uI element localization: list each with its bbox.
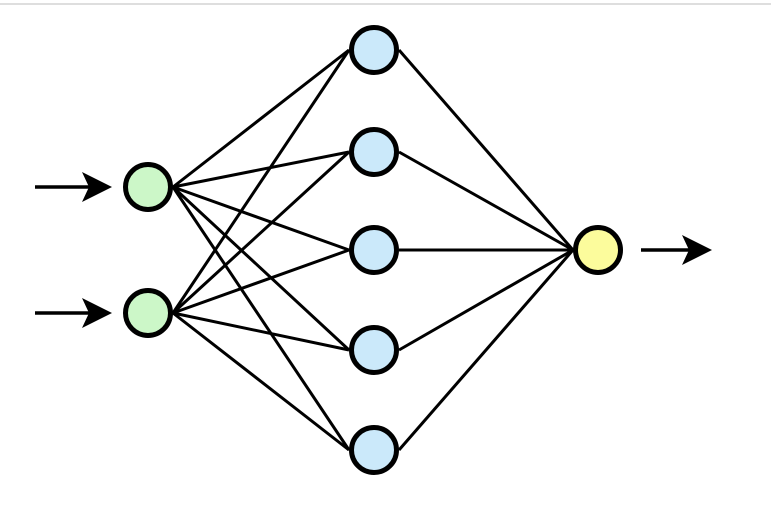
edge-input-layer-2-to-hidden-layer-3 — [172, 248, 350, 315]
edge-hidden-layer-1-to-output-layer-1 — [397, 49, 575, 251]
hidden-node-1 — [349, 25, 399, 75]
edge-hidden-layer-4-to-output-layer-1 — [398, 248, 574, 352]
output-arrow-head-icon — [682, 235, 712, 265]
hidden-node-3 — [349, 225, 399, 275]
edge-input-layer-2-to-hidden-layer-2 — [171, 150, 351, 315]
edge-input-layer-1-to-hidden-layer-4 — [171, 185, 351, 352]
input-node-1 — [123, 162, 173, 212]
hidden-node-4 — [349, 325, 399, 375]
top-rule — [0, 3, 771, 5]
edge-input-layer-1-to-hidden-layer-1 — [172, 48, 350, 189]
edge-input-layer-1-to-hidden-layer-5 — [171, 186, 351, 451]
edge-input-layer-2-to-hidden-layer-1 — [171, 49, 351, 314]
input-node-2 — [123, 288, 173, 338]
edge-input-layer-1-to-hidden-layer-2 — [172, 150, 350, 189]
hidden-node-5 — [349, 425, 399, 475]
input-arrow-2-head-icon — [82, 298, 112, 328]
edge-input-layer-2-to-hidden-layer-5 — [172, 311, 350, 452]
edge-input-layer-1-to-hidden-layer-3 — [172, 185, 350, 252]
hidden-node-2 — [349, 127, 399, 177]
edge-input-layer-2-to-hidden-layer-4 — [172, 311, 350, 352]
input-arrow-1-head-icon — [82, 172, 112, 202]
edge-hidden-layer-2-to-output-layer-1 — [398, 150, 574, 252]
output-node-1 — [573, 225, 623, 275]
edge-hidden-layer-5-to-output-layer-1 — [397, 249, 575, 451]
